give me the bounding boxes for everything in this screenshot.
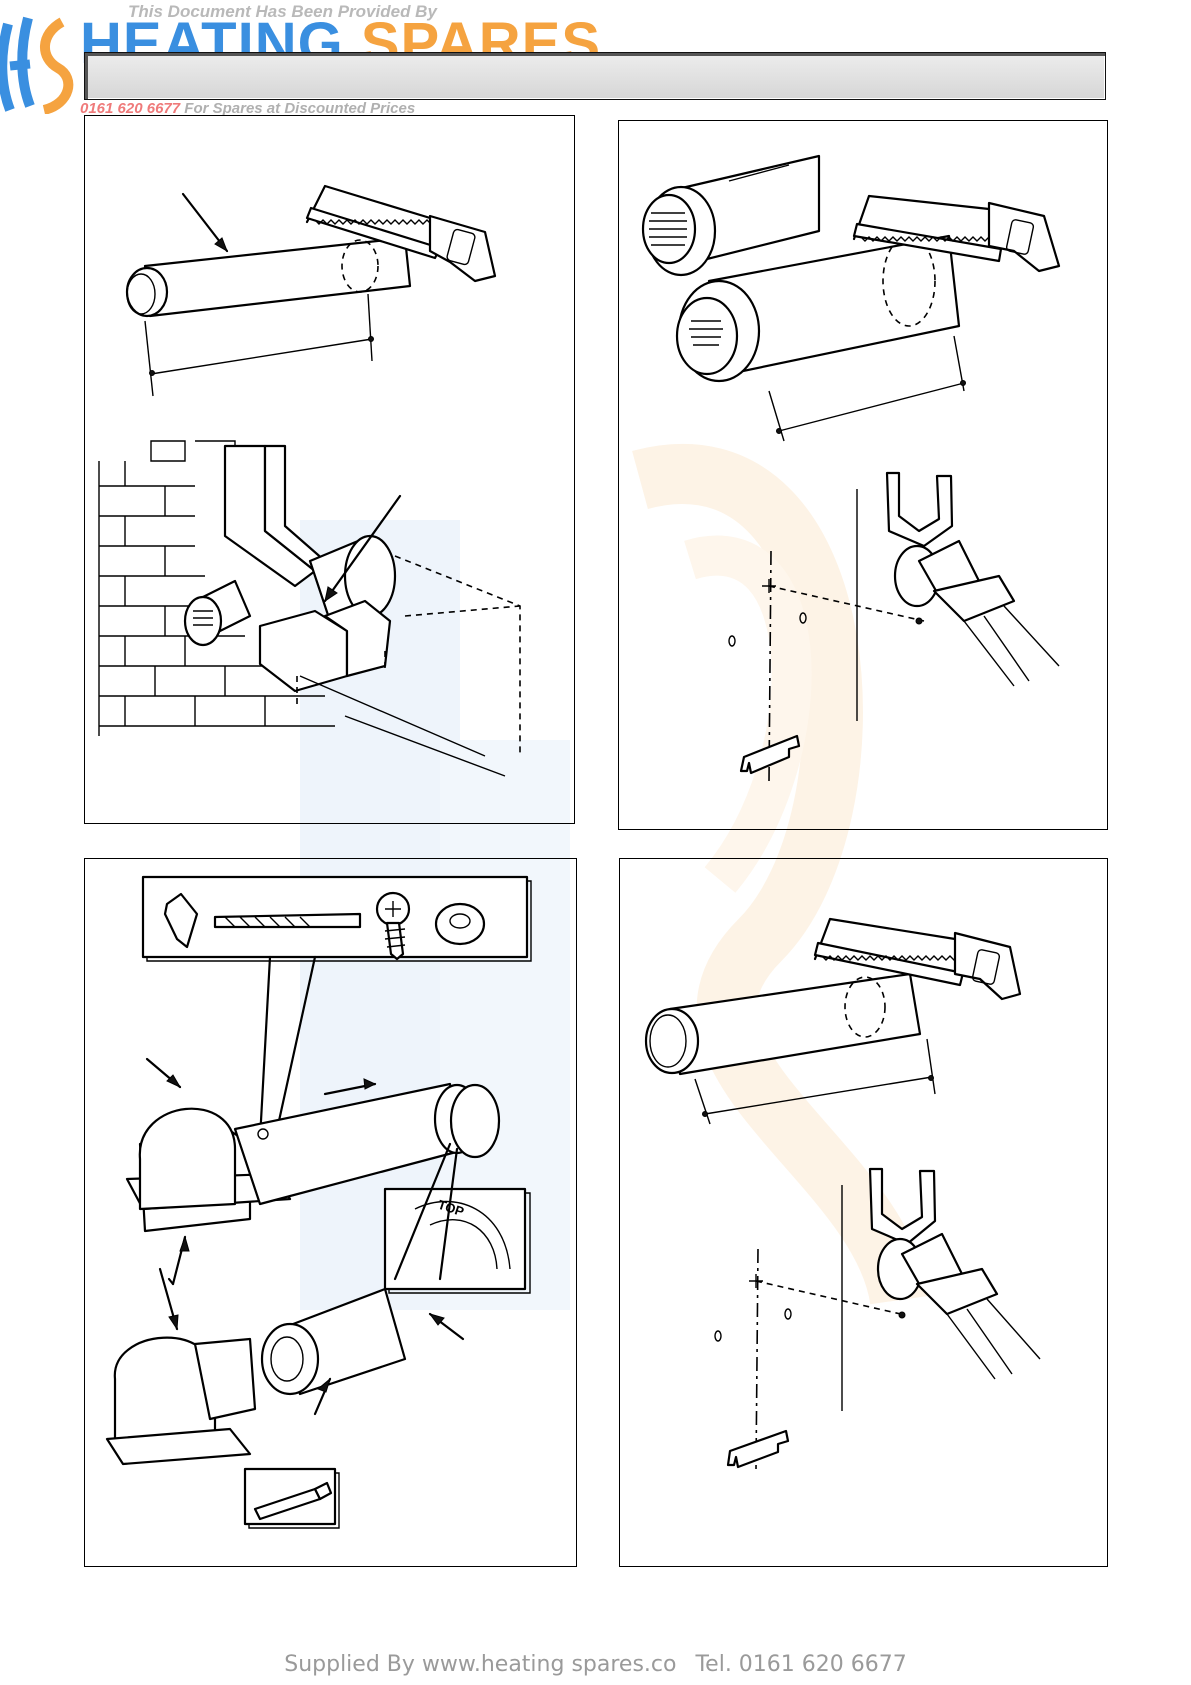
figure-panel-cut-duct-mark-holes xyxy=(619,858,1108,1567)
header-bar xyxy=(84,52,1106,100)
footer: Supplied By www.heating spares.co Tel. 0… xyxy=(0,1652,1191,1677)
drill-bit-icon xyxy=(215,914,360,927)
footer-supplied-by: Supplied By www.heating spares.co xyxy=(284,1652,676,1677)
cut-ducts-illustration xyxy=(619,121,1107,829)
hs-logo-mark-icon xyxy=(0,14,80,114)
figure-panel-cut-flue-duct xyxy=(84,115,575,824)
figure-panel-fit-elbow-assembly: TOP xyxy=(84,858,577,1567)
sealing-washer-icon xyxy=(436,904,484,944)
cut-flue-duct-illustration xyxy=(85,116,574,823)
elbow-assembly-illustration: TOP xyxy=(85,859,576,1566)
cut-duct-mark-holes-illustration xyxy=(620,859,1107,1566)
footer-tel: Tel. 0161 620 6677 xyxy=(695,1652,906,1677)
figure-panel-cut-air-and-flue-ducts xyxy=(618,120,1108,830)
